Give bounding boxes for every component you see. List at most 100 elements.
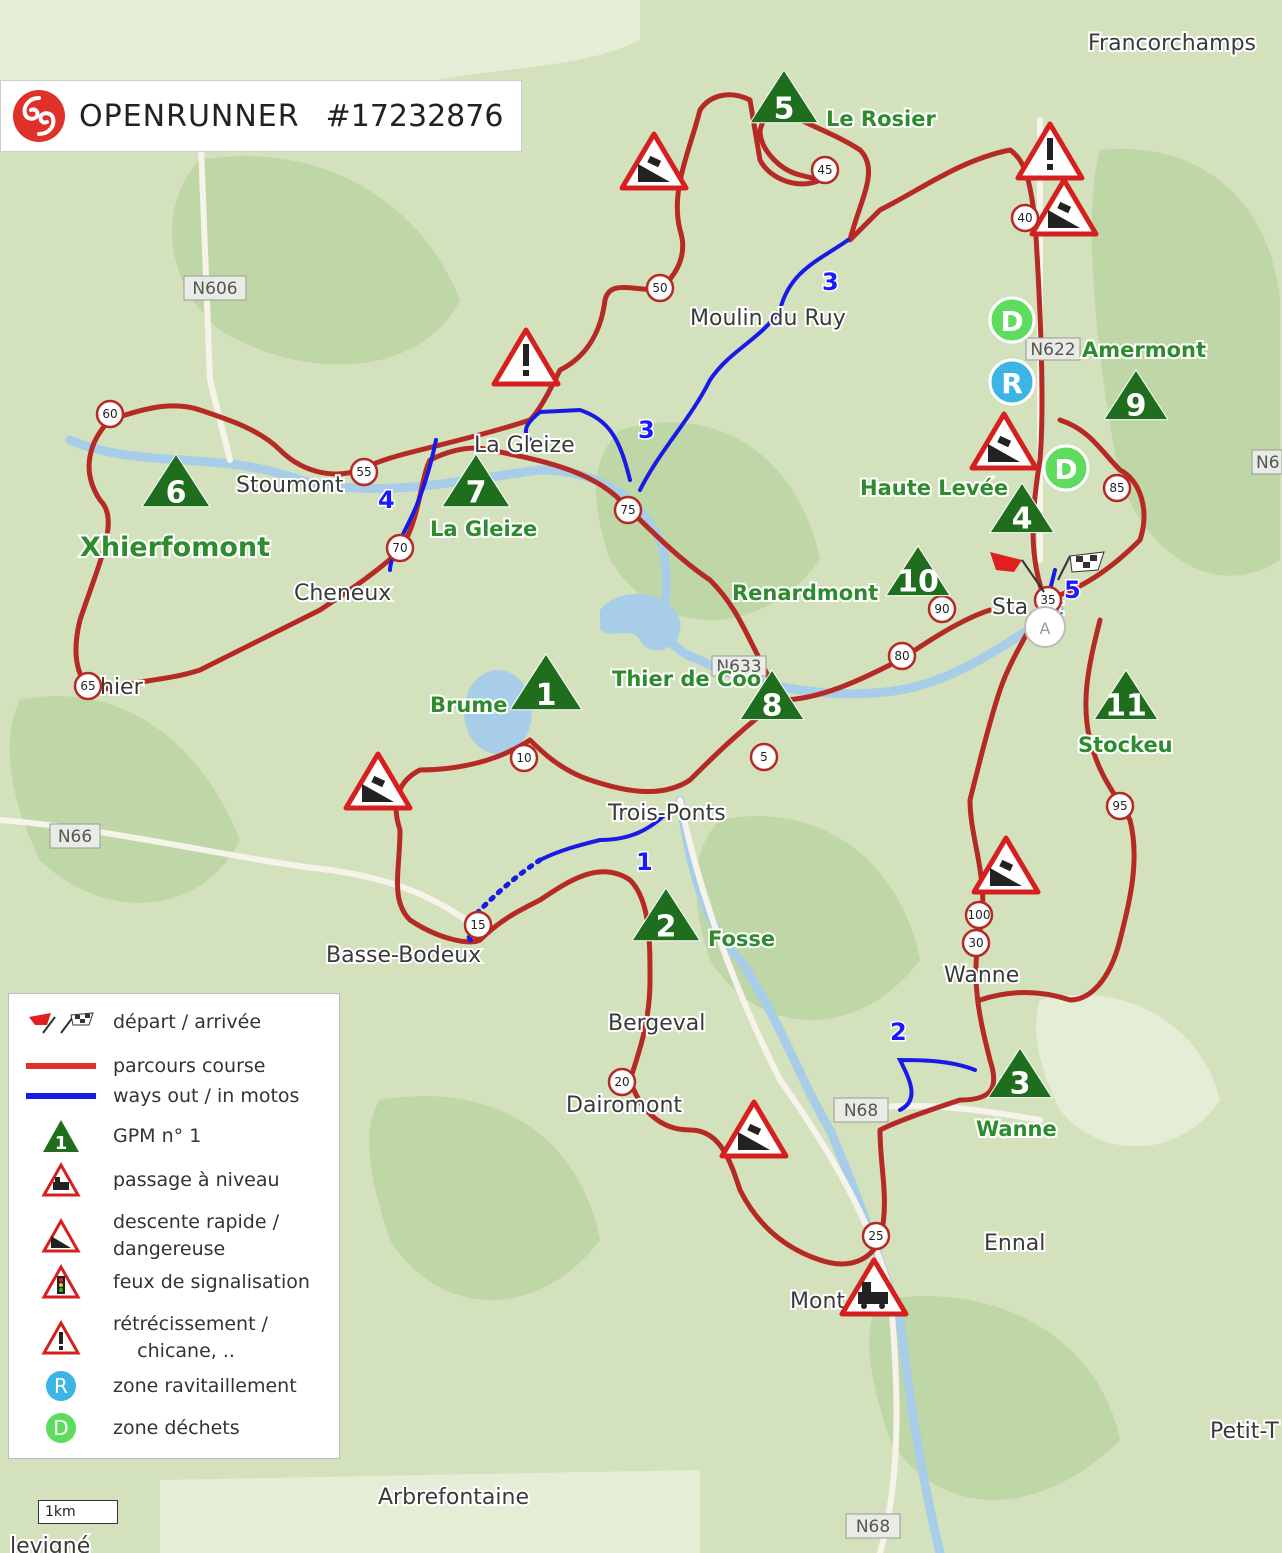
svg-text:N606: N606: [192, 279, 237, 299]
openrunner-logo-icon: [13, 90, 65, 142]
legend-row-ravito: R zone ravitaillement: [9, 1366, 339, 1406]
road-n606: N606: [183, 275, 247, 301]
brand-name: OPENRUNNER: [79, 98, 300, 134]
km-marker-70: 70: [385, 533, 415, 563]
km-marker-25: 25: [861, 1221, 891, 1251]
place-stoumont: Stoumont: [236, 473, 344, 498]
route-id: #17232876: [325, 98, 504, 134]
dechets-icon: D: [46, 1413, 76, 1443]
km-marker-65: 65: [73, 671, 103, 701]
gpm-number: 2: [656, 909, 677, 944]
gpm-7[interactable]: 7La Gleize: [428, 453, 539, 543]
start-finish-flags-icon: [990, 551, 1105, 593]
legend-row-passage: passage à niveau: [9, 1160, 339, 1200]
place-arbrefontaine: Arbrefontaine: [378, 1485, 529, 1510]
svg-text:N633: N633: [716, 657, 761, 677]
zone-ravito[interactable]: R: [988, 358, 1036, 406]
svg-text:25: 25: [868, 1229, 883, 1243]
place-francorchamps: Francorchamps: [1088, 31, 1256, 56]
gpm-name: Haute Levée: [860, 476, 1008, 500]
exclamation-warning-icon: [1018, 124, 1082, 178]
svg-text:5: 5: [760, 750, 768, 764]
svg-text:D: D: [53, 1416, 68, 1440]
scale-bar: 1km: [38, 1500, 118, 1524]
km-marker-95: 95: [1105, 791, 1135, 821]
km-marker-85: 85: [1102, 473, 1132, 503]
svg-text:20: 20: [614, 1075, 629, 1089]
road-n68-b: N68: [845, 1513, 901, 1539]
gpm-name: Renardmont: [732, 581, 878, 605]
red-line-icon: [26, 1063, 96, 1069]
gpm-number: 9: [1126, 388, 1147, 423]
place-trois-ponts: Trois-Ponts: [607, 801, 726, 826]
road-n68-a: N68: [833, 1097, 889, 1123]
place-la-gleize: La Gleize: [474, 433, 575, 458]
road-labels: N606 N66 N68 N68 N622 N633 N6: [49, 275, 1282, 1539]
svg-text:60: 60: [102, 407, 117, 421]
svg-text:55: 55: [356, 465, 371, 479]
legend-row-depart: départ / arrivée: [9, 1002, 339, 1042]
zone-dechets-2[interactable]: D: [1042, 444, 1090, 492]
gpm-number: 8: [762, 688, 783, 723]
gpm-name: La Gleize: [430, 517, 537, 541]
svg-text:2: 2: [890, 1018, 907, 1046]
svg-text:3: 3: [638, 416, 655, 444]
gpm-triangle-icon: 1: [43, 1120, 79, 1154]
svg-text:40: 40: [1017, 211, 1032, 225]
moto-numbers: 1 2 3 3 4 5: [377, 267, 1083, 1048]
road-n622: N622: [1025, 337, 1081, 361]
legend-row-feux: feux de signalisation: [9, 1262, 339, 1302]
place-labels: Francorchamps Moulin du Ruy La Gleize St…: [8, 29, 1281, 1553]
steep-descent-warning-icon: [346, 754, 410, 808]
place-dairomont: Dairomont: [566, 1093, 682, 1118]
zone-arrivee[interactable]: A: [1024, 606, 1066, 648]
steep-descent-warning-icon: [974, 838, 1038, 892]
gpm-number: 3: [1010, 1066, 1031, 1101]
exclamation-warning-icon: [41, 1320, 81, 1355]
traffic-light-icon: [41, 1264, 81, 1299]
zone-dechets-1[interactable]: D: [988, 296, 1036, 344]
train-warning-icon: [41, 1162, 81, 1197]
km-marker-60: 60: [95, 399, 125, 429]
gpm-name: Thier de Coo: [612, 667, 761, 691]
warning-signs: [346, 124, 1096, 1314]
gpm-number: 1: [536, 678, 557, 713]
gpm-number: 6: [166, 475, 187, 510]
legend-row-gpm: 1 GPM n° 1: [9, 1116, 339, 1156]
steep-descent-warning-icon: [1032, 180, 1096, 234]
km-marker-15: 15: [463, 910, 493, 940]
place-ennal: Ennal: [984, 1231, 1045, 1256]
place-wanne: Wanne: [944, 963, 1019, 988]
km-marker-10: 10: [509, 743, 539, 773]
legend-row-ways: ways out / in motos: [9, 1076, 339, 1116]
svg-text:45: 45: [817, 163, 832, 177]
svg-text:D: D: [1054, 453, 1077, 486]
km-marker-5: 5: [749, 742, 779, 772]
svg-text:100: 100: [968, 908, 991, 922]
place-hier: hier: [100, 675, 144, 700]
place-lavigne: levigné: [10, 1534, 90, 1553]
svg-text:75: 75: [620, 503, 635, 517]
place-basse-bodeux: Basse-Bodeux: [326, 943, 481, 968]
road-n633: N633: [711, 655, 767, 677]
km-marker-80: 80: [887, 641, 917, 671]
flags-icon: [29, 1012, 94, 1034]
steep-descent-warning-icon: [722, 1102, 786, 1156]
train-warning-icon: [842, 1260, 906, 1314]
svg-text:50: 50: [652, 281, 667, 295]
steep-descent-warning-icon: [972, 414, 1036, 468]
svg-text:15: 15: [470, 918, 485, 932]
gpm-name: Fosse: [708, 927, 775, 951]
